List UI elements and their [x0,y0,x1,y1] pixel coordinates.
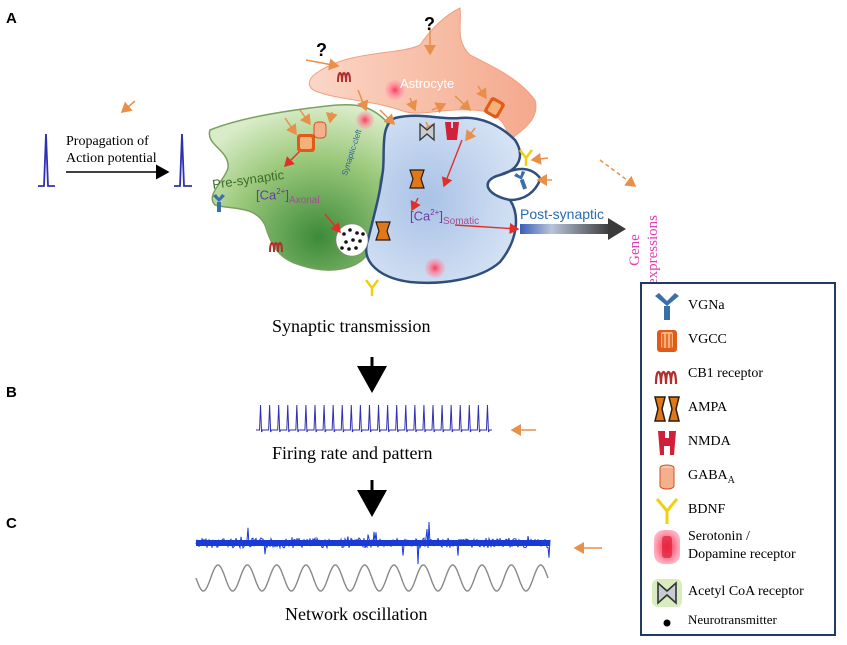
legend-label-serotonin-line1: Serotonin / [688,529,750,544]
vgna-channel-pre [213,194,225,212]
propagation-label-line2: Action potential [66,151,157,166]
neurotransmitter-dots [340,228,365,251]
postsynaptic-neuron [365,114,522,285]
legend-item-vgna: VGNa [642,292,838,322]
legend-item-cb1: CB1 receptor [642,360,838,390]
legend-label-gaba-main: GABA [688,468,728,483]
ampa-channel-2 [375,221,391,241]
red-arrows [284,139,520,235]
ca-somatic-label: [Ca2+]Somatic [410,208,479,227]
bdnf-channel-1 [519,149,533,166]
network-noise-trace [195,521,551,565]
legend: VGNa VGCC CB1 receptor AMPA NMDA [640,282,836,636]
legend-item-serotonin: Serotonin / Dopamine receptor [642,526,838,570]
serotonin-receptor-3 [425,258,445,278]
ca-axonal-close: ] [285,187,289,203]
ca-somatic-sub: Somatic [442,215,480,227]
legend-label-vgna: VGNa [688,298,725,313]
action-potential-right [174,133,192,187]
legend-label-ampa: AMPA [688,400,728,415]
legend-item-vgcc: VGCC [642,326,838,356]
gaba-icon [659,464,675,490]
legend-item-neurotransmitter: Neurotransmitter [642,610,838,640]
action-potential-left [38,133,55,187]
legend-label-serotonin-line2: Dopamine receptor [688,547,796,562]
vgna-channel-post [514,171,527,190]
propagation-label: Propagation of Action potential [66,133,157,167]
spike-train-path [256,404,492,433]
vgna-icon [655,293,679,320]
caption-network-oscillation: Network oscillation [285,604,428,624]
gene-expressions-label: Gene expressions [626,215,662,285]
legend-label-vgcc: VGCC [688,332,727,347]
legend-label-neurotransmitter: Neurotransmitter [688,612,777,627]
legend-item-nmda: NMDA [642,428,838,458]
panel-letter-a: A [6,10,17,27]
gene-line1: Gene [627,234,643,266]
question-mark-2: ? [424,14,435,34]
gene-line2: expressions [645,215,661,285]
ampa-icon [654,396,680,422]
propagation-label-line1: Propagation of [66,134,149,149]
ca-somatic-sup: 2+ [430,208,440,217]
ampa-channel-1 [409,169,425,189]
legend-label-bdnf: BDNF [688,502,726,517]
ca-somatic-close: ] [439,208,443,224]
ca-somatic-main: [Ca [410,208,431,224]
noise-trace-band [196,540,550,546]
bdnf-icon [655,498,679,524]
orange-arrows [120,30,602,554]
legend-label-acetyl-coa: Acetyl CoA receptor [688,584,804,599]
question-mark-1: ? [316,40,327,60]
postsynaptic-label: Post-synaptic [520,206,605,222]
nmda-icon [658,431,676,455]
caption-firing-rate: Firing rate and pattern [272,443,433,463]
gene-expression-arrow-body [520,224,610,234]
cb1-receptor-icon [654,370,678,385]
legend-item-gaba: GABAA [642,462,838,492]
network-oscillation-sine [195,564,549,592]
serotonin-dopamine-receptor-icon [654,530,680,564]
neurotransmitter-icon [663,619,671,627]
vgcc-channel [297,134,315,152]
nmda-channel [445,122,459,140]
cb1-receptor-pre [269,242,283,253]
legend-label-serotonin: Serotonin / Dopamine receptor [688,528,796,564]
legend-item-bdnf: BDNF [642,496,838,526]
bdnf-channel-2 [365,279,379,296]
vgcc-icon [657,330,677,352]
panel-letter-b: B [6,384,17,401]
astrocyte-label: Astrocyte [400,76,455,91]
legend-label-gaba-sub: A [727,474,735,486]
gaba-channel [313,121,327,139]
caption-synaptic-transmission: Synaptic transmission [272,316,431,336]
legend-item-acetyl-coa: Acetyl CoA receptor [642,578,838,608]
legend-label-gaba: GABAA [688,468,735,486]
cb1-receptor-astrocyte [337,72,351,83]
ca-axonal-main: [Ca [256,187,277,203]
legend-item-ampa: AMPA [642,394,838,424]
legend-label-nmda: NMDA [688,434,731,449]
acetyl-coa-receptor-icon [652,579,682,607]
ca-axonal-sub: Axonal [288,194,320,206]
ca-axonal-sup: 2+ [276,187,286,196]
ca-axonal-label: [Ca2+]Axonal [256,187,320,206]
serotonin-receptor-1 [385,80,405,100]
firing-spike-train [256,404,492,433]
serotonin-receptor-2 [356,111,374,129]
legend-label-cb1: CB1 receptor [688,366,764,381]
acetyl-coa-receptor [419,122,435,142]
vgcc-channel-astrocyte [484,97,505,119]
panel-letter-c: C [6,515,17,532]
